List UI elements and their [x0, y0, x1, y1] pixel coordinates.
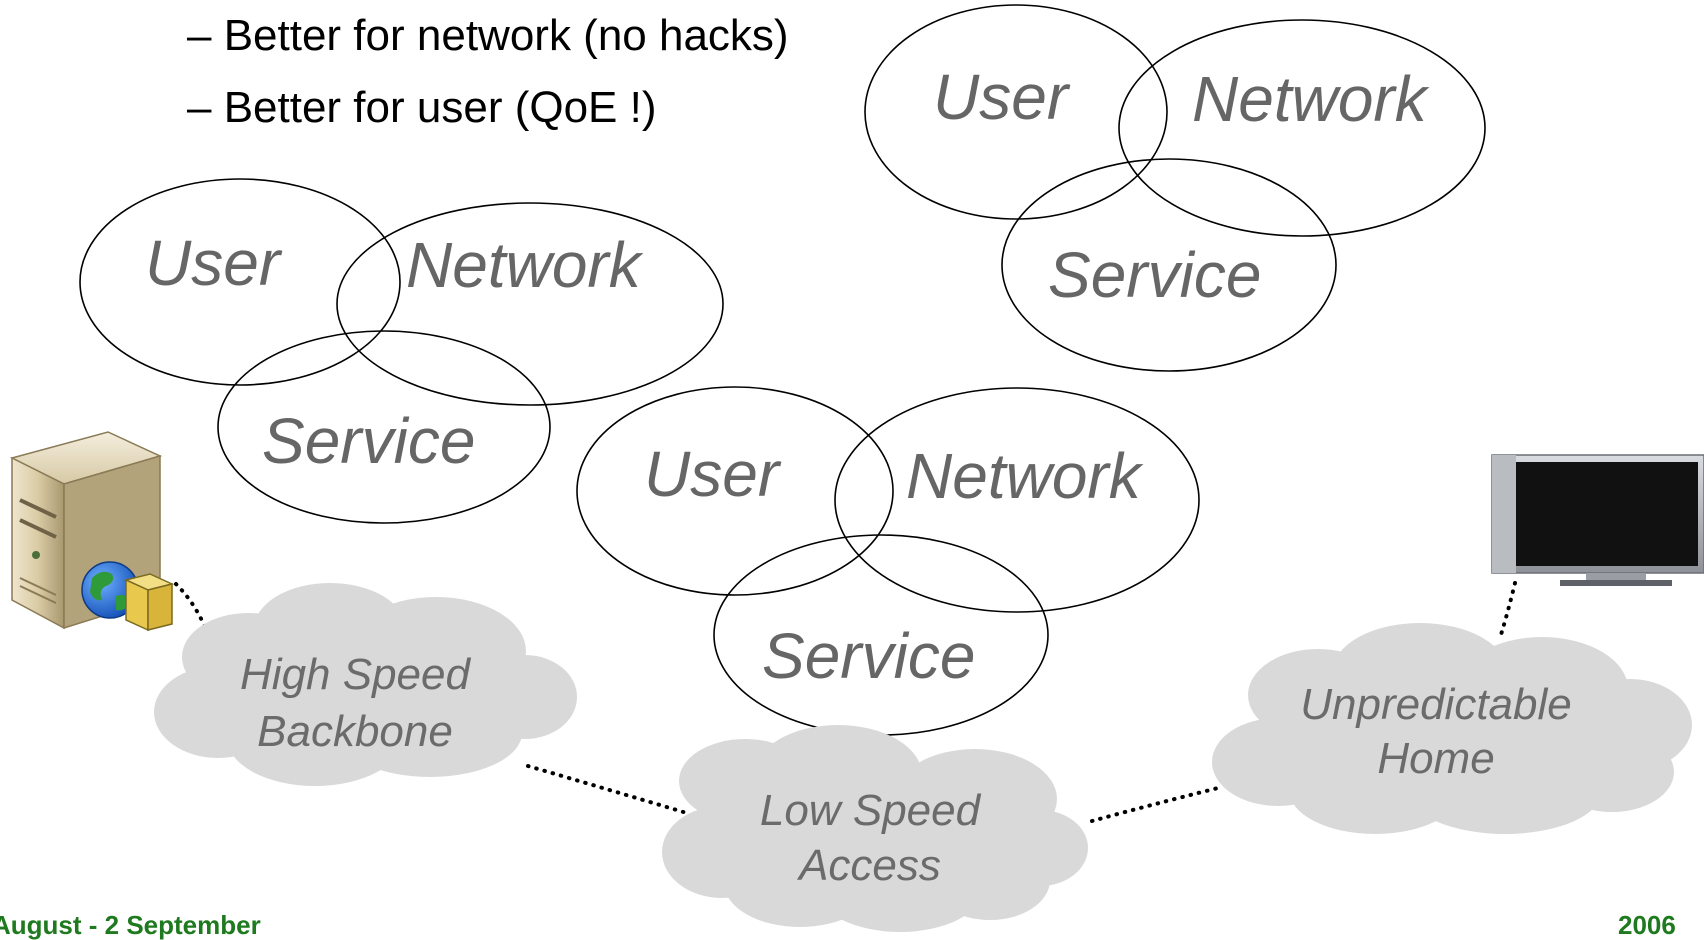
venn-circle-network — [1118, 19, 1486, 237]
venn-label-user: User — [933, 61, 1071, 133]
footer-year: 2006 — [1618, 910, 1676, 940]
cloud-label-line1: Low Speed — [760, 786, 982, 835]
cloud-label-line2: Home — [1377, 734, 1494, 783]
venn-left — [79, 178, 724, 524]
venn-label-service: Service — [1048, 239, 1261, 311]
cloud-label-line2: Backbone — [257, 707, 453, 756]
cloud-label-line1: High Speed — [240, 650, 471, 699]
venn-circle-service — [1001, 158, 1337, 372]
cloud-high-speed-backbone: High Speed Backbone — [154, 583, 577, 786]
cloud-low-speed-access: Low Speed Access — [662, 725, 1088, 932]
venn-circle-user — [576, 386, 894, 596]
globe-icon — [81, 561, 139, 619]
venn-label-user: User — [145, 227, 283, 299]
bullet-network: – Better for network (no hacks) — [187, 11, 789, 60]
link-backbone-access — [526, 764, 692, 816]
venn-label-service: Service — [762, 620, 975, 692]
link-server-backbone — [174, 582, 209, 634]
venn-circle-network — [834, 387, 1200, 613]
cloud-label-line2: Access — [796, 841, 941, 890]
link-access-home — [1090, 786, 1220, 823]
cloud-label-line1: Unpredictable — [1300, 680, 1572, 729]
folder-icon — [123, 573, 175, 632]
venn-label-user: User — [644, 438, 782, 510]
venn-circle-network — [336, 202, 724, 406]
bullet-user: – Better for user (QoE !) — [187, 83, 657, 132]
cloud-unpredictable-home: Unpredictable Home — [1212, 623, 1692, 834]
venn-circle-user — [864, 4, 1168, 220]
venn-label-network: Network — [906, 440, 1144, 512]
footer-date: August - 2 September — [0, 910, 261, 940]
venn-label-service: Service — [262, 405, 475, 477]
link-home-tv — [1498, 581, 1517, 640]
tv-icon — [1491, 454, 1704, 586]
venn-label-network: Network — [1192, 63, 1430, 135]
venn-top-right — [864, 4, 1486, 372]
venn-circle-service — [217, 330, 551, 524]
venn-label-network: Network — [406, 229, 644, 301]
venn-circle-user — [79, 178, 401, 386]
